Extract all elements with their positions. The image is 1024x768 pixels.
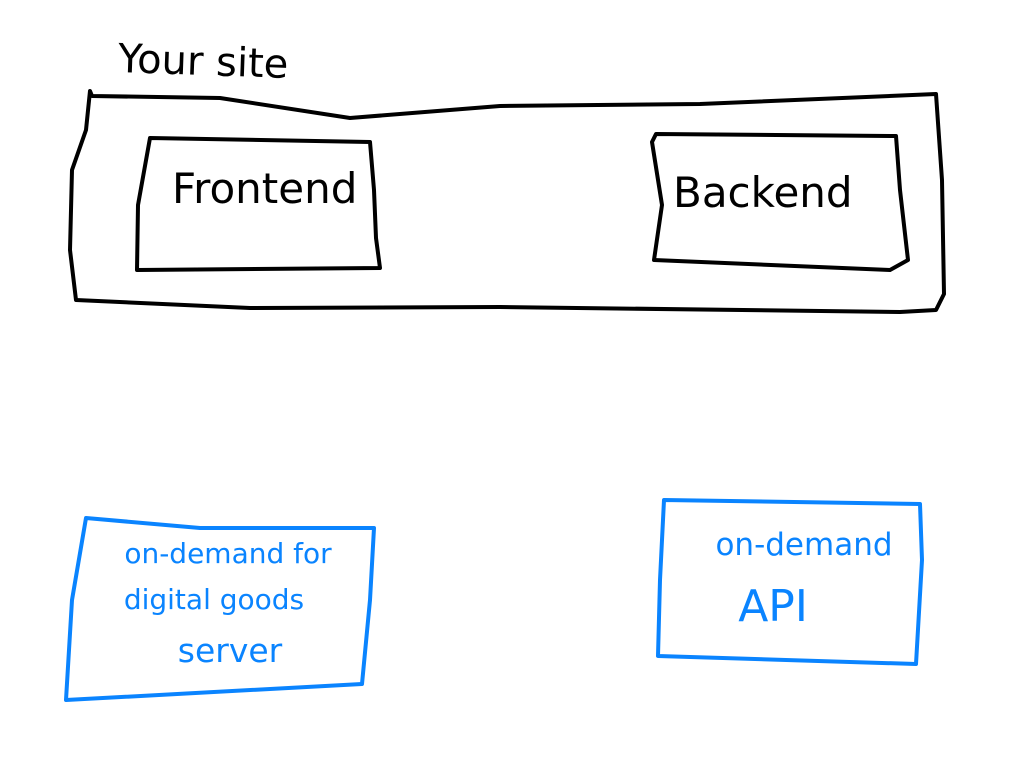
api-label-line-2: API bbox=[738, 581, 808, 632]
site-container-box bbox=[68, 89, 946, 314]
frontend-box-label: Frontend bbox=[172, 164, 358, 213]
digital-goods-server-box-outline bbox=[64, 516, 376, 702]
api-label-line-1: on-demand bbox=[715, 527, 893, 563]
site-container-title: Your site bbox=[117, 36, 290, 88]
digital-goods-server-label-line-2: digital goods bbox=[123, 583, 305, 616]
digital-goods-server-label-line-3: server bbox=[177, 631, 283, 670]
digital-goods-server-label-line-1: on-demand for bbox=[124, 537, 332, 570]
frontend-box-outline bbox=[135, 136, 382, 272]
backend-box-outline bbox=[650, 132, 910, 272]
api-box-outline bbox=[656, 498, 924, 666]
backend-box-label: Backend bbox=[673, 168, 853, 217]
